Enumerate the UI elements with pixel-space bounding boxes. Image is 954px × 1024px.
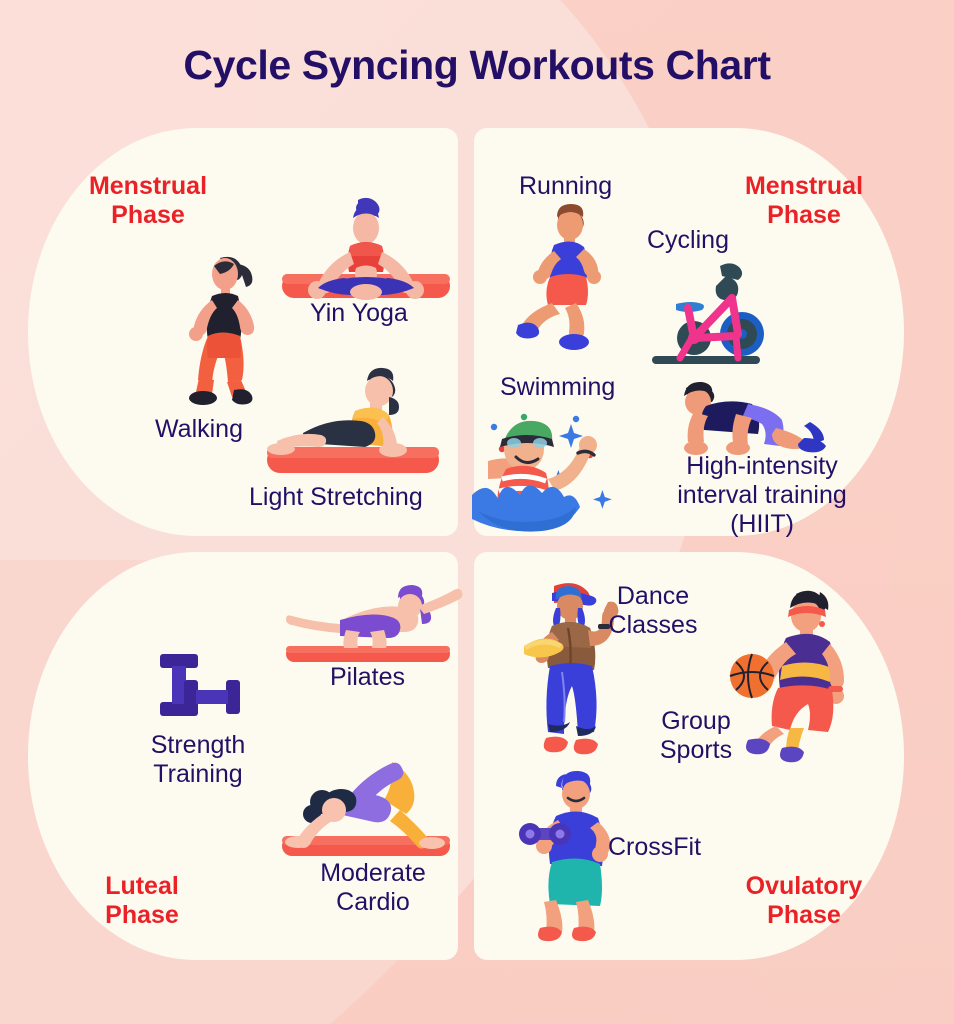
workout-label-group-sports: Group Sports	[659, 707, 733, 764]
swimmer-icon	[472, 403, 622, 538]
workout-label-dance-classes: Dance Classes	[608, 582, 698, 639]
workout-label-strength-training: Strength Training	[150, 731, 246, 788]
yoga-lotus-icon	[276, 196, 456, 308]
plank-pushup-icon	[672, 381, 832, 458]
running-man-icon	[512, 203, 622, 353]
quadrant-grid	[28, 128, 926, 966]
quadrant-ovulatory[interactable]	[474, 552, 904, 960]
basketball-player-icon	[720, 588, 850, 764]
workout-label-swimming: Swimming	[500, 373, 616, 401]
downward-dog-icon	[276, 756, 456, 862]
cobra-stretch-icon	[263, 365, 443, 483]
phase-label-menstrual-left: Menstrual Phase	[88, 172, 208, 229]
phase-label-luteal: Luteal Phase	[105, 872, 179, 929]
workout-label-moderate-cardio: Moderate Cardio	[320, 859, 426, 916]
workout-label-light-stretching: Light Stretching	[249, 483, 423, 511]
phase-label-ovulatory: Ovulatory Phase	[745, 872, 863, 929]
spin-bike-icon	[646, 258, 768, 368]
dumbbells-icon	[150, 652, 246, 726]
workout-label-hiit: High-intensity interval training (HIIT)	[677, 452, 847, 538]
workout-label-cycling: Cycling	[647, 226, 729, 254]
walking-woman-icon	[168, 248, 278, 413]
workout-label-pilates: Pilates	[330, 663, 406, 691]
workout-label-yin-yoga: Yin Yoga	[310, 299, 408, 327]
phase-label-menstrual-right: Menstrual Phase	[744, 172, 864, 229]
dumbbell-lifter-icon	[518, 770, 628, 942]
workout-label-running: Running	[519, 172, 613, 200]
workout-label-walking: Walking	[155, 415, 243, 443]
pilates-bird-dog-icon	[280, 584, 463, 664]
dancer-icon	[522, 580, 626, 762]
page-title: Cycle Syncing Workouts Chart	[183, 42, 771, 88]
workout-label-crossfit: CrossFit	[608, 833, 702, 861]
